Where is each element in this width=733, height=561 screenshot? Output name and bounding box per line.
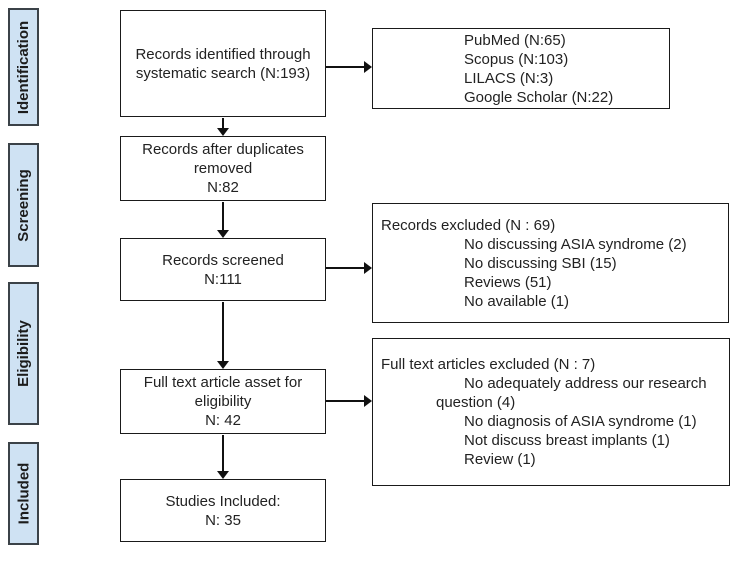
stage-label-text: Screening [15,168,32,242]
box-text-line: N:111 [204,270,242,288]
arrow-head [217,471,229,479]
box-text-line: N: 42 [205,412,241,429]
source-line: Scopus (N:103) [464,50,569,68]
database-sources-box: PubMed (N:65) Scopus (N:103) LILACS (N:3… [372,28,670,109]
source-line: Google Scholar (N:22) [464,88,614,106]
box-text-line: removed [193,160,253,177]
exclusion-reason: Review (1) [464,451,536,468]
box-text-line: N: 35 [205,511,241,529]
source-list: PubMed (N:65) Scopus (N:103) LILACS (N:3… [381,31,665,107]
arrow-down-icon [217,302,229,369]
fulltext-excluded-box: Full text articles excluded (N : 7) No a… [372,338,730,486]
records-excluded-box: Records excluded (N : 69) No discussing … [372,203,729,323]
arrow-right-icon [326,61,372,73]
box-text-line: systematic search (N:193) [135,64,311,82]
exclusion-reason: Reviews (51) [464,273,552,291]
arrow-shaft [222,435,224,471]
studies-included-box: Studies Included: N: 35 [120,479,326,542]
arrow-right-icon [326,395,372,407]
source-line: LILACS (N:3) [464,69,554,87]
arrow-down-icon [217,118,229,136]
exclusion-reason: No available (1) [464,292,570,310]
stage-label-text: Identification [15,20,32,114]
exclusion-reason: No adequately address our research quest… [436,375,707,411]
arrow-head [217,361,229,369]
arrow-shaft [222,302,224,361]
box-text-line: N:82 [207,179,239,196]
arrow-down-icon [217,435,229,479]
box-text-line: Records identified through [135,45,311,63]
arrow-head [217,128,229,136]
exclusion-reason: Not discuss breast implants (1) [464,432,670,449]
arrow-head [217,230,229,238]
stage-label-screening: Screening [8,143,39,267]
stage-label-text: Included [15,462,33,525]
stage-label-eligibility: Eligibility [8,282,39,425]
exclusion-title: Records excluded (N : 69) [381,216,556,234]
arrow-shaft [222,202,224,230]
source-line: PubMed (N:65) [464,31,566,49]
arrow-shaft [222,118,224,128]
arrow-shaft [326,400,364,402]
exclusion-reason: No discussing ASIA syndrome (2) [464,235,687,253]
box-text-line: Records after duplicates [142,141,304,158]
arrow-head [364,61,372,73]
arrow-down-icon [217,202,229,238]
box-text-line: Full text article asset for [143,374,303,391]
box-text-line: Studies Included: [165,492,281,510]
records-screened-box: Records screened N:111 [120,238,326,301]
arrow-right-icon [326,262,372,274]
box-text-line: Records screened [162,251,284,269]
box-text-line: eligibility [194,393,252,410]
arrow-shaft [326,66,364,68]
exclusion-reason: No diagnosis of ASIA syndrome (1) [464,413,697,430]
arrow-shaft [326,267,364,269]
stage-label-identification: Identification [8,8,39,126]
arrow-head [364,395,372,407]
exclusion-reason: No discussing SBI (15) [464,254,617,272]
exclusion-title: Full text articles excluded (N : 7) [381,356,596,373]
duplicates-removed-box: Records after duplicates removed N:82 [120,136,326,201]
fulltext-assessed-box: Full text article asset for eligibility … [120,369,326,434]
arrow-head [364,262,372,274]
stage-label-included: Included [8,442,39,545]
records-identified-box: Records identified through systematic se… [120,10,326,117]
stage-label-text: Eligibility [15,320,32,387]
